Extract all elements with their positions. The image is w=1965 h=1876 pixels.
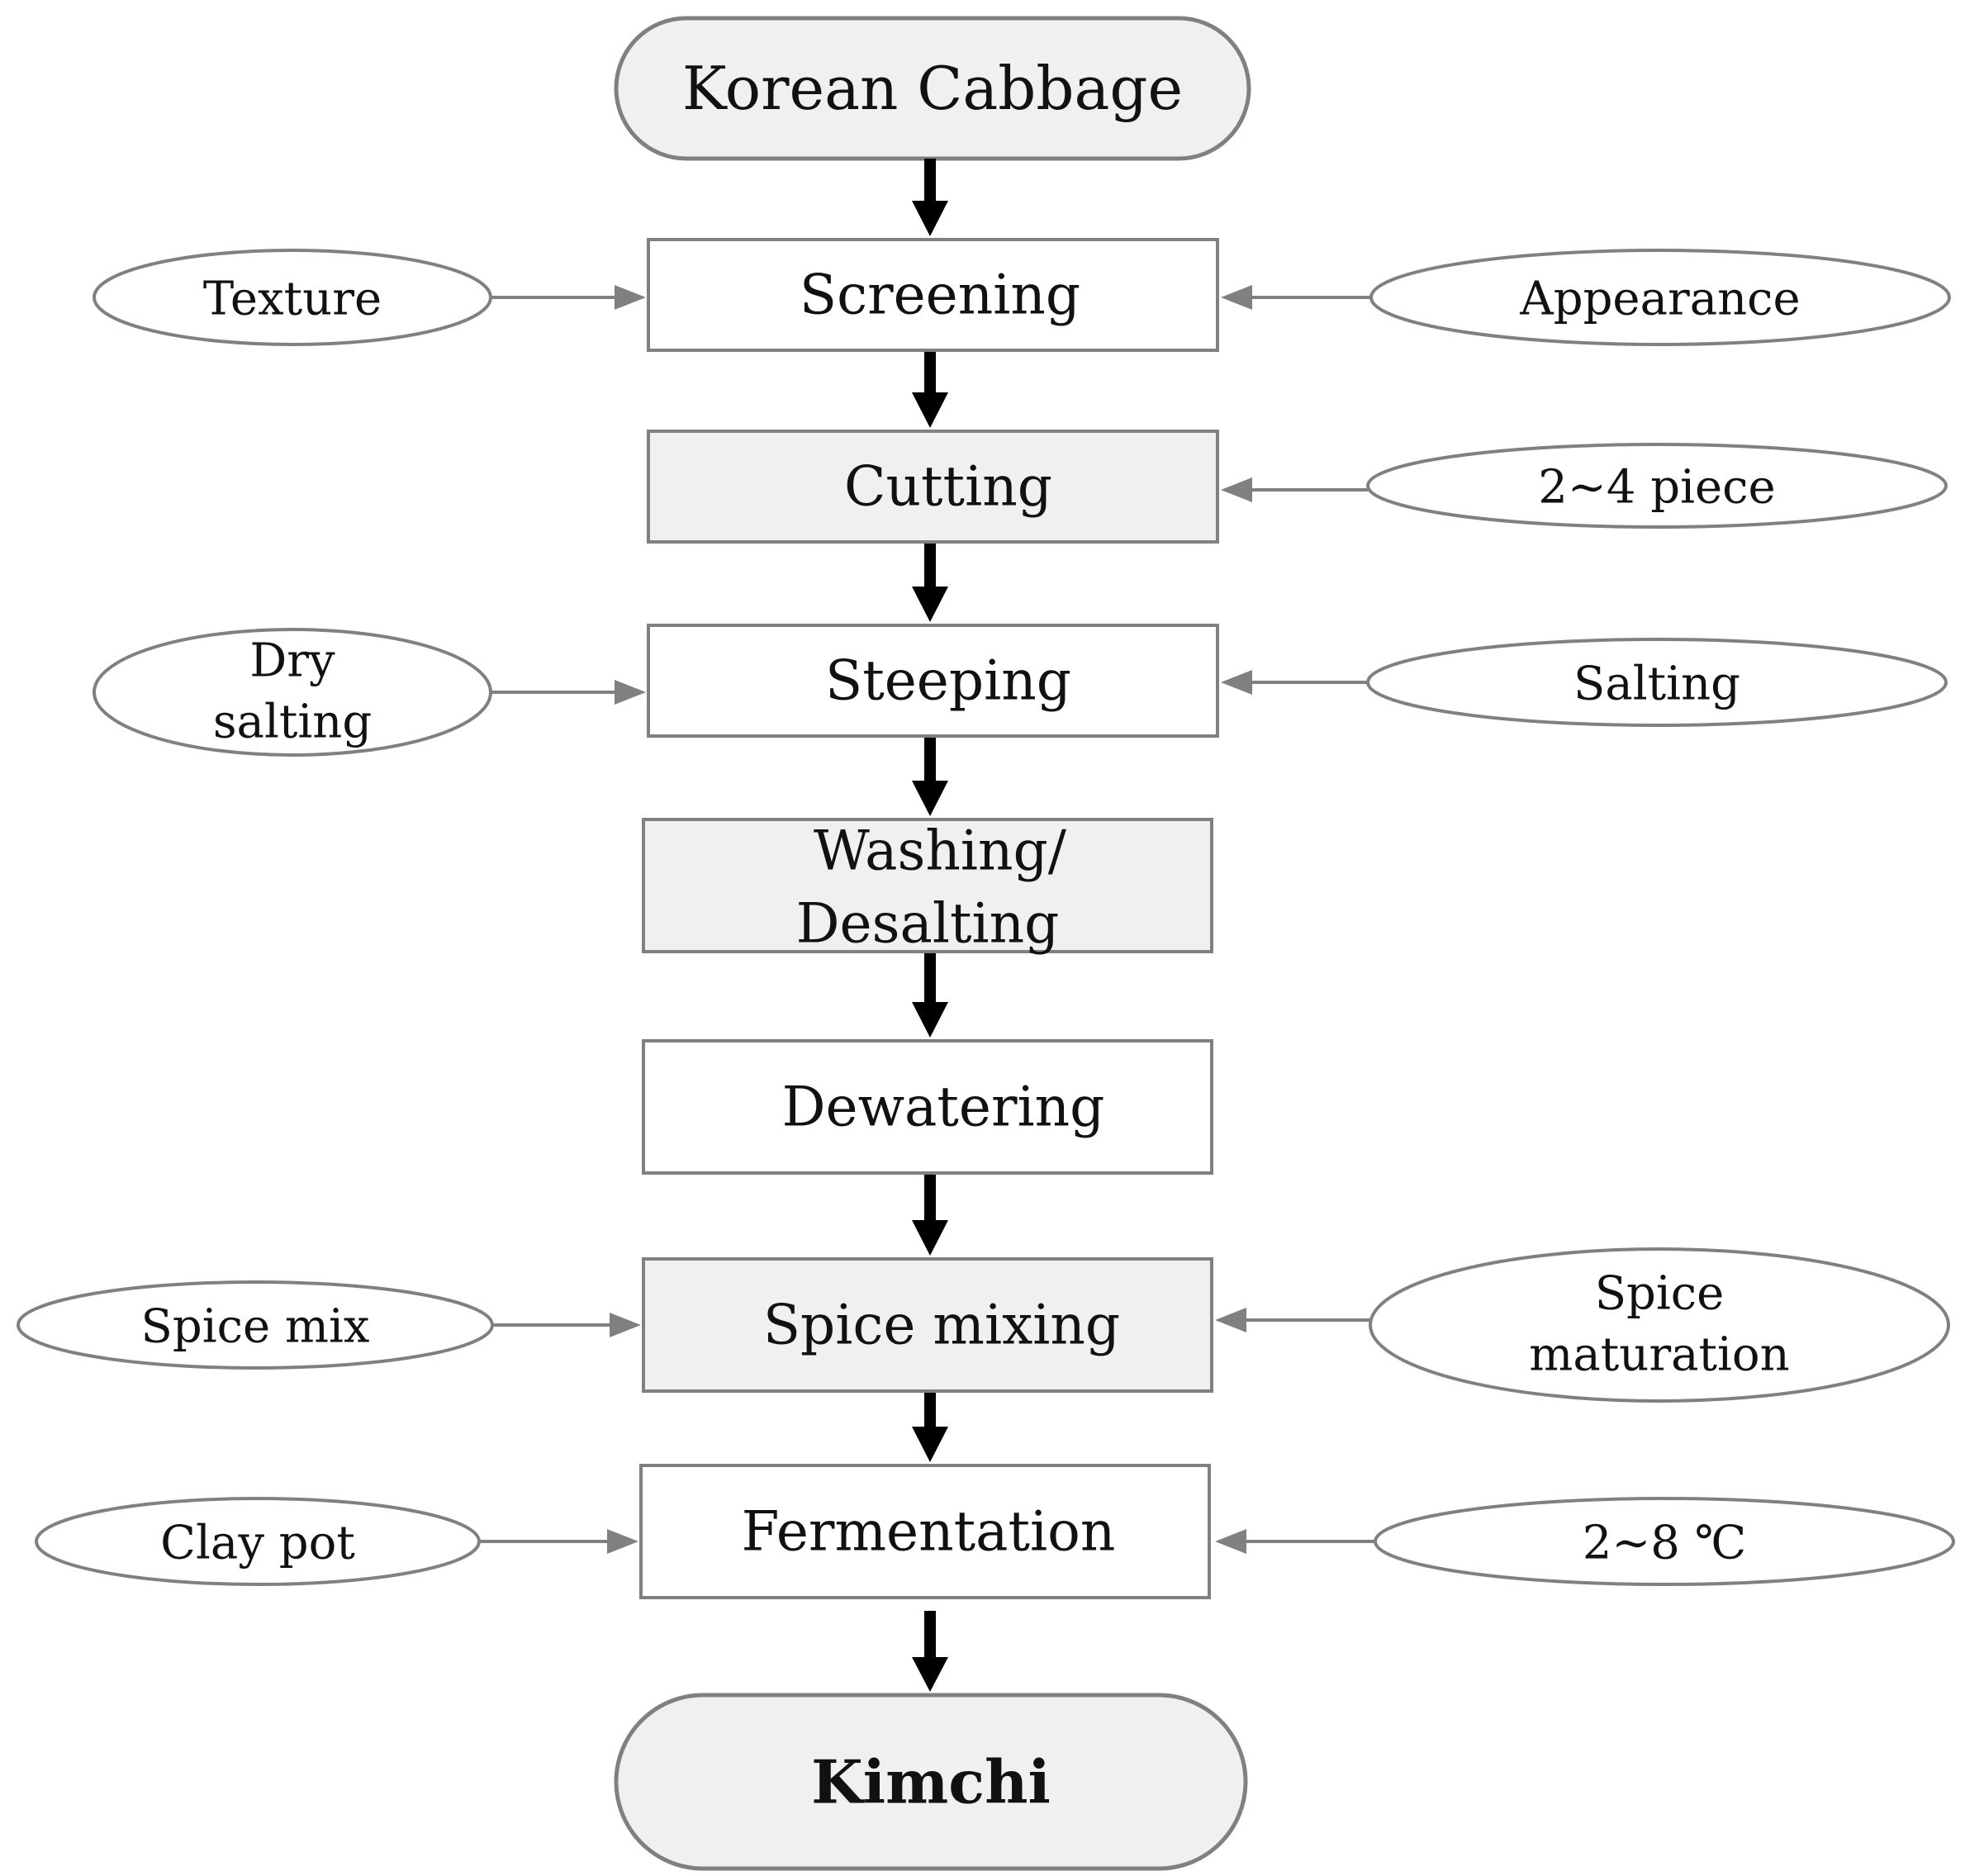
arrow-dewatering-to-spice-mixing — [912, 1175, 948, 1256]
right-input-salting: Salting — [1221, 638, 1948, 727]
left-input-dry-salting-line1: Dry — [249, 634, 335, 688]
step-washing-desalting: Washing/ Desalting — [642, 818, 1213, 956]
step-washing-label-line2: Desalting — [796, 892, 1060, 956]
end-label: Kimchi — [811, 1747, 1051, 1817]
arrow-start-to-screening — [912, 159, 948, 236]
step-steeping: Steeping — [647, 624, 1219, 738]
right-input-temperature-label: 2∼8 ℃ — [1583, 1517, 1747, 1570]
arrow-spice-mixing-to-fermentation — [912, 1393, 948, 1462]
step-spice-mixing-label: Spice mixing — [763, 1294, 1120, 1357]
main-flow-arrows — [912, 159, 948, 1692]
left-input-texture: Texture — [93, 249, 646, 346]
step-steeping-label: Steeping — [825, 649, 1071, 713]
step-dewatering: Dewatering — [642, 1039, 1213, 1175]
arrow-cutting-to-steeping — [912, 544, 948, 622]
right-input-salting-label: Salting — [1573, 658, 1740, 711]
step-dewatering-label: Dewatering — [782, 1076, 1105, 1139]
right-input-temperature: 2∼8 ℃ — [1215, 1497, 1955, 1586]
right-input-spice-maturation: Spice maturation — [1215, 1247, 1950, 1403]
left-input-spice-mix-label: Spice mix — [140, 1300, 369, 1354]
step-cutting-label: Cutting — [844, 455, 1052, 519]
right-input-spice-maturation-line1: Spice — [1595, 1267, 1725, 1321]
right-input-piece-count: 2∼4 piece — [1221, 443, 1948, 529]
arrow-steeping-to-washing — [912, 738, 948, 816]
right-input-piece-count-label: 2∼4 piece — [1538, 461, 1775, 515]
step-screening-label: Screening — [800, 264, 1080, 327]
start-terminal: Korean Cabbage — [614, 16, 1251, 161]
right-input-appearance: Appearance — [1221, 249, 1951, 346]
left-input-dry-salting-line2: salting — [213, 696, 372, 749]
step-screening: Screening — [647, 238, 1219, 352]
step-fermentation-label: Fermentation — [742, 1500, 1116, 1564]
left-input-dry-salting: Dry salting — [93, 628, 646, 757]
left-input-texture-label: Texture — [203, 273, 382, 326]
step-washing-label-line1: Washing/ — [814, 819, 1067, 883]
left-input-spice-mix: Spice mix — [17, 1280, 641, 1370]
arrow-washing-to-dewatering — [912, 953, 948, 1038]
step-fermentation: Fermentation — [639, 1464, 1211, 1599]
right-input-appearance-label: Appearance — [1519, 273, 1800, 326]
end-terminal: Kimchi — [614, 1693, 1248, 1871]
left-input-clay-pot: Clay pot — [35, 1497, 638, 1586]
arrow-fermentation-to-end — [912, 1611, 948, 1692]
step-spice-mixing: Spice mixing — [642, 1257, 1213, 1393]
arrow-screening-to-cutting — [912, 352, 948, 428]
left-input-clay-pot-label: Clay pot — [160, 1517, 355, 1570]
start-label: Korean Cabbage — [682, 54, 1183, 123]
right-input-spice-maturation-line2: maturation — [1529, 1328, 1789, 1382]
step-cutting: Cutting — [647, 430, 1219, 544]
